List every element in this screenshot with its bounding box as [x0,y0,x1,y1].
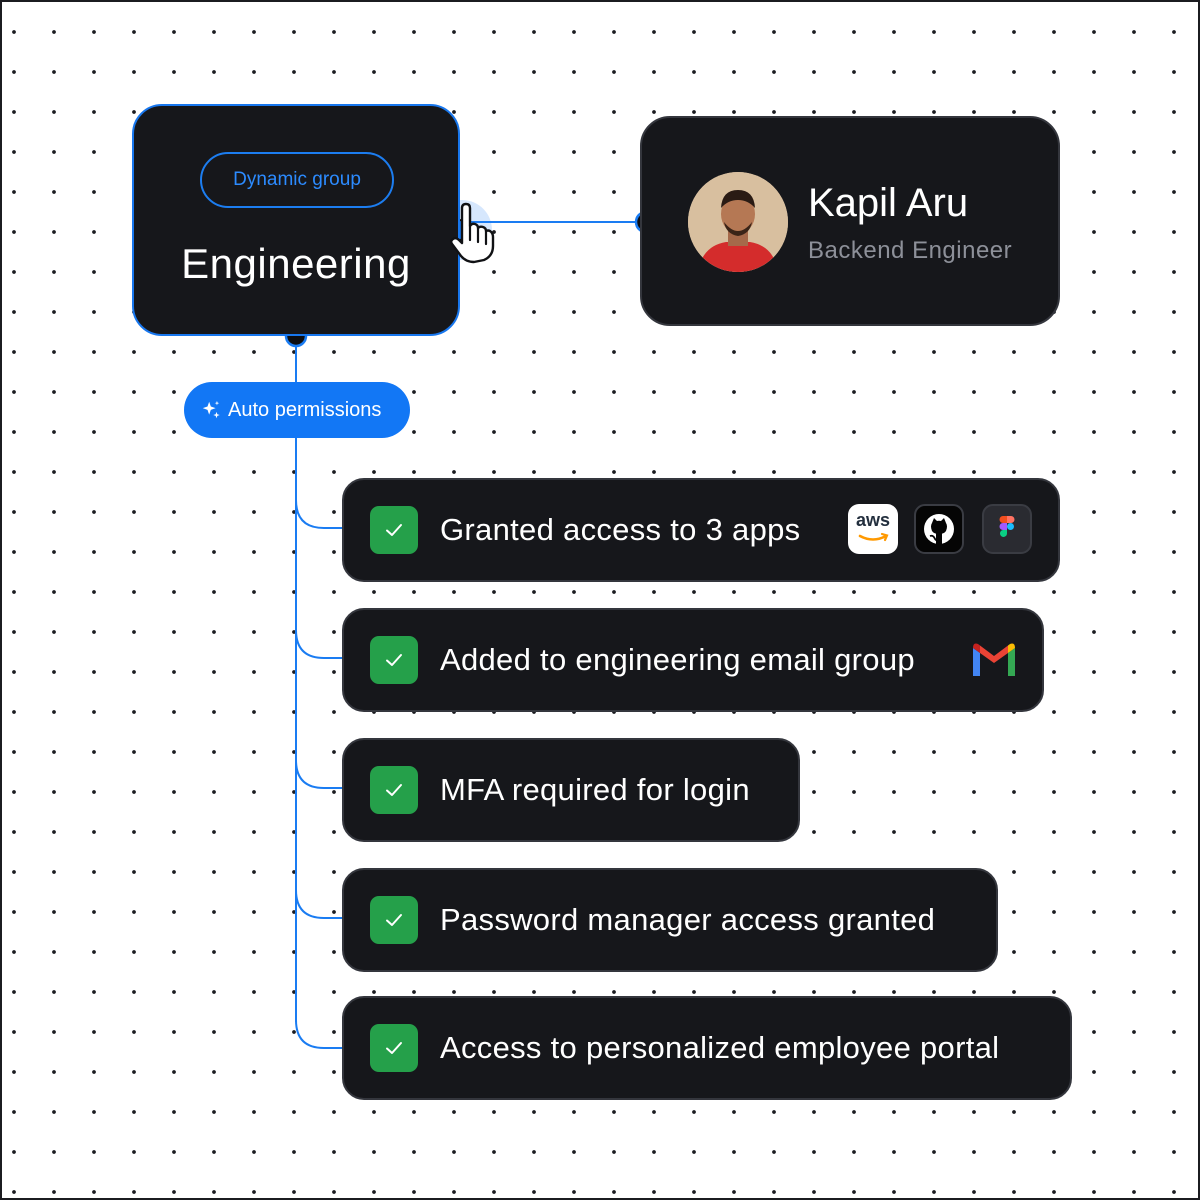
auto-permissions-label: Auto permissions [228,399,381,422]
github-icon [914,504,964,554]
task-item[interactable]: MFA required for login [342,738,800,842]
task-item[interactable]: Access to personalized employee portal [342,996,1072,1100]
task-label: Password manager access granted [440,870,935,970]
person-role: Backend Engineer [808,236,1012,266]
task-label: Access to personalized employee portal [440,998,999,1098]
dynamic-group-badge: Dynamic group [200,152,394,208]
check-icon [370,506,418,554]
task-item[interactable]: Granted access to 3 apps aws [342,478,1060,582]
check-icon [370,896,418,944]
aws-icon: aws [848,504,898,554]
check-icon [370,766,418,814]
group-title: Engineering [134,238,458,290]
group-card[interactable]: Dynamic group Engineering [132,104,460,336]
task-label: MFA required for login [440,740,750,840]
check-icon [370,636,418,684]
task-label: Added to engineering email group [440,610,915,710]
person-name: Kapil Aru [808,178,968,228]
task-item[interactable]: Added to engineering email group [342,608,1044,712]
task-item[interactable]: Password manager access granted [342,868,998,972]
hand-cursor-icon [430,196,502,268]
check-icon [370,1024,418,1072]
task-label: Granted access to 3 apps [440,480,800,580]
gmail-icon [970,640,1018,680]
auto-permissions-pill[interactable]: Auto permissions [184,382,410,438]
person-card[interactable]: Kapil Aru Backend Engineer [640,116,1060,326]
avatar [688,172,788,272]
sparkle-icon [200,399,222,421]
figma-icon [982,504,1032,554]
